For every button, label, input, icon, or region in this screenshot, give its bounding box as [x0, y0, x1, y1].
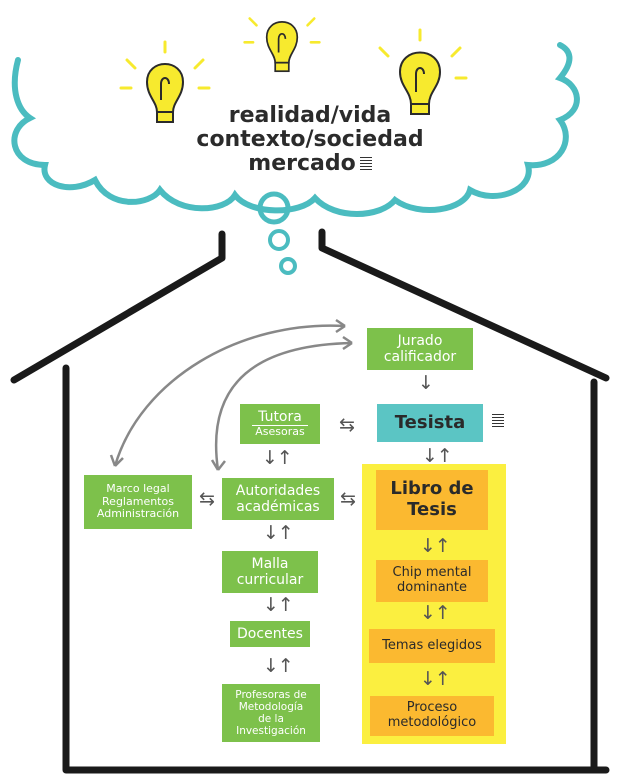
thought-cloud [11, 42, 580, 217]
text-lines-icon [359, 157, 372, 171]
libro-label-1: Libro de [390, 478, 474, 500]
malla-label-2: curricular [236, 572, 304, 588]
jurado-label-2: calificador [383, 349, 457, 365]
proceso-label-2: metodológico [387, 715, 477, 730]
jurado-box: Jurado calificador [367, 328, 473, 370]
asesoras-label: Asesoras [255, 425, 305, 439]
autoridades-box: Autoridades académicas [222, 478, 334, 520]
arrow-up-down-icon: ↓↑ [420, 668, 451, 690]
thought-bubble [268, 229, 290, 251]
temas-label: Temas elegidos [382, 637, 482, 653]
house-outline [10, 228, 610, 774]
tutora-box: Tutora Asesoras [240, 404, 320, 444]
profesoras-label-2: Metodología [238, 700, 304, 713]
profesoras-label-3: de la [258, 713, 284, 725]
arrow-up-down-icon: ↓↑ [422, 445, 453, 467]
thought-bubble [279, 257, 297, 275]
lightbulb-icon [243, 17, 321, 73]
marco-label-2: Reglamentos [102, 494, 174, 508]
arrow-left-right-icon: ⇆ [199, 488, 215, 510]
malla-box: Malla curricular [222, 551, 318, 593]
marco-label-1: Marco legal [106, 482, 170, 496]
marco-label-3: Administración [96, 507, 180, 521]
profesoras-box: Profesoras de Metodología de la Investig… [222, 684, 320, 742]
autoridades-label-1: Autoridades [235, 482, 321, 499]
temas-box: Temas elegidos [369, 629, 495, 663]
docentes-label: Docentes [237, 625, 303, 642]
chip-label-1: Chip mental [392, 565, 472, 581]
feedback-arrows [109, 318, 353, 471]
arrow-left-right-icon: ⇆ [340, 488, 356, 510]
arrow-down-icon: ↓ [418, 372, 434, 394]
arrow-up-down-icon: ↓↑ [263, 522, 294, 544]
lightbulb-icon [378, 28, 468, 115]
tesista-label: Tesista [394, 411, 466, 433]
tutora-label: Tutora [252, 409, 308, 427]
arrow-up-down-icon: ↓↑ [263, 655, 294, 677]
proceso-label-1: Proceso [406, 700, 458, 716]
arrow-up-down-icon: ↓↑ [420, 602, 451, 624]
chip-label-2: dominante [396, 580, 468, 595]
arrow-left-right-icon: ⇆ [339, 414, 355, 436]
text-lines-icon [492, 414, 504, 428]
jurado-label-1: Jurado [397, 332, 443, 349]
libro-tesis-box: Libro de Tesis [376, 470, 488, 530]
cloud-text-context: contexto/sociedad [196, 127, 424, 152]
arrow-up-down-icon: ↓↑ [263, 594, 294, 616]
arrow-up-down-icon: ↓↑ [420, 535, 451, 557]
malla-label-1: Malla [251, 555, 289, 572]
autoridades-label-2: académicas [236, 499, 320, 515]
docentes-box: Docentes [230, 621, 310, 647]
chip-mental-box: Chip mental dominante [376, 560, 488, 602]
cloud-text-market: mercado [150, 152, 470, 176]
lightbulb-icon [119, 40, 211, 123]
profesoras-label-4: Investigación [236, 725, 306, 738]
proceso-box: Proceso metodológico [370, 696, 494, 736]
thought-bubble [257, 191, 291, 225]
arrow-up-down-icon: ↓↑ [262, 447, 293, 469]
cloud-text-reality: realidad/vida [228, 103, 392, 128]
tesista-box: Tesista [377, 404, 483, 442]
libro-label-2: Tesis [407, 499, 457, 520]
marco-legal-box: Marco legal Reglamentos Administración [84, 475, 192, 529]
profesoras-label-1: Profesoras de [235, 688, 307, 701]
